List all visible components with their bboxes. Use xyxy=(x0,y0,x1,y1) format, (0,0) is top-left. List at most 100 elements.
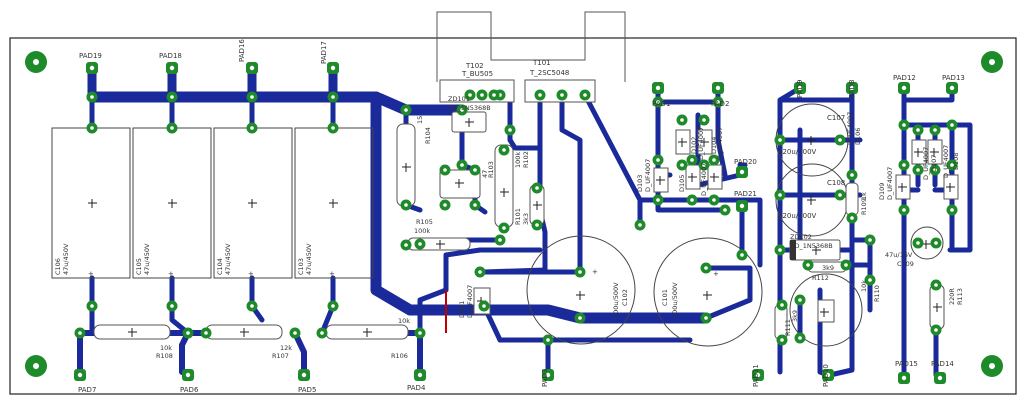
r105-ref: R105 xyxy=(416,218,433,226)
pad11-pad xyxy=(752,369,764,381)
pad-hole xyxy=(508,128,512,132)
pad10-label: PAD10 xyxy=(822,364,830,387)
pad-hole xyxy=(331,126,335,130)
pad-hole xyxy=(902,163,906,167)
pad-hole xyxy=(498,238,502,242)
pad-hole xyxy=(478,270,482,274)
pad-hole xyxy=(331,95,335,99)
r111-ref: R111 xyxy=(784,319,792,336)
pad-hole xyxy=(934,241,938,245)
pad-hole xyxy=(680,163,684,167)
pad-hole xyxy=(502,148,506,152)
pad-hole xyxy=(716,100,720,104)
pad9-label: PAD9 xyxy=(796,80,804,98)
pad-hole xyxy=(702,118,706,122)
pad20-pad xyxy=(736,166,748,178)
c101-outline xyxy=(653,237,763,347)
pad-hole xyxy=(418,331,422,335)
t102-value: T_BU505 xyxy=(461,70,493,78)
pad-hole xyxy=(90,126,94,130)
d101-value: D_UF4007 xyxy=(466,285,474,318)
pad-hole xyxy=(250,126,254,130)
zd102-band xyxy=(790,240,796,260)
pad-hole xyxy=(723,208,727,212)
pad19-pad xyxy=(86,62,98,74)
pad5-label: PAD5 xyxy=(298,386,316,394)
pad9-pad xyxy=(794,82,806,94)
pad-hole xyxy=(204,331,208,335)
pad20-label: PAD20 xyxy=(734,158,757,166)
pad-hole xyxy=(916,241,920,245)
r101-ref: R101 xyxy=(514,208,522,225)
center-crosses xyxy=(88,118,955,337)
r101-value: 3k3 xyxy=(522,213,530,225)
r110-value: 10k xyxy=(860,280,868,292)
r112-value: 3k9 xyxy=(822,264,834,272)
pad-hole xyxy=(838,193,842,197)
pad-hole xyxy=(320,331,324,335)
connection-pads xyxy=(74,62,958,384)
pad-hole xyxy=(916,128,920,132)
r104-value: 15 xyxy=(416,116,424,124)
pad-hole xyxy=(638,223,642,227)
pad19-label: PAD19 xyxy=(79,52,102,60)
pad-hole xyxy=(778,138,782,142)
r102-value: 100k xyxy=(514,152,522,168)
pad-hole xyxy=(656,158,660,162)
c107-ref: C107 xyxy=(827,114,845,122)
d109-ref: D109 xyxy=(878,183,886,200)
c105-ref: C105 xyxy=(135,258,143,275)
c102-outline xyxy=(526,235,636,345)
r107-value: 12k xyxy=(280,344,292,352)
pad12-label: PAD12 xyxy=(893,74,916,82)
zd102-ring xyxy=(789,273,863,347)
r113-ref: R113 xyxy=(956,288,964,305)
pad-hole xyxy=(404,203,408,207)
t102-ref: T102 xyxy=(465,62,484,70)
pad-hole xyxy=(404,108,408,112)
t101-ref: T101 xyxy=(532,59,551,67)
pad-hole xyxy=(850,216,854,220)
d108-ref: D108 xyxy=(952,153,960,170)
c104-value: 47u/450V xyxy=(224,243,232,275)
pad-hole xyxy=(868,278,872,282)
d107-value: D_UF4007 xyxy=(922,147,930,180)
d104-ref: D104 xyxy=(710,137,718,154)
pad-hole xyxy=(656,198,660,202)
pad-hole xyxy=(798,336,802,340)
r103-ref: R103 xyxy=(487,161,495,178)
pad15-pad xyxy=(898,372,910,384)
r107-ref: R107 xyxy=(272,352,289,360)
pad-hole xyxy=(250,304,254,308)
r106-value: 10k xyxy=(398,317,410,325)
r108-value: 10k xyxy=(160,344,172,352)
pad-hole xyxy=(780,303,784,307)
pad-hole xyxy=(950,163,954,167)
pad-hole xyxy=(473,168,477,172)
pad-hole xyxy=(690,198,694,202)
c103-ref: C103 xyxy=(297,258,305,275)
pad-hole xyxy=(934,283,938,287)
d106-value: D_UF4007 xyxy=(846,112,854,145)
pad-hole xyxy=(583,93,587,97)
pad-hole xyxy=(712,198,716,202)
pad-hole xyxy=(868,238,872,242)
pad17-label: PAD17 xyxy=(320,41,328,64)
c102-ref: C102 xyxy=(621,289,629,306)
c109-ref: C109 xyxy=(897,260,914,268)
board-outline xyxy=(9,37,1017,395)
pad-hole xyxy=(844,263,848,267)
zd101-value: ZD_1N5368B xyxy=(448,104,491,112)
pad-hole xyxy=(702,163,706,167)
zd101-ref: ZD101 xyxy=(448,95,470,103)
pad-hole xyxy=(331,304,335,308)
c102-value: 100u/500V xyxy=(612,282,620,318)
svg-text:+: + xyxy=(248,270,254,278)
pad4-label: PAD4 xyxy=(407,384,426,392)
pad16-label: PAD16 xyxy=(238,39,246,62)
c104-ref: C104 xyxy=(216,258,224,275)
d107-ref: D107 xyxy=(930,155,938,172)
pad7-pad xyxy=(74,369,86,381)
pad-hole xyxy=(560,93,564,97)
